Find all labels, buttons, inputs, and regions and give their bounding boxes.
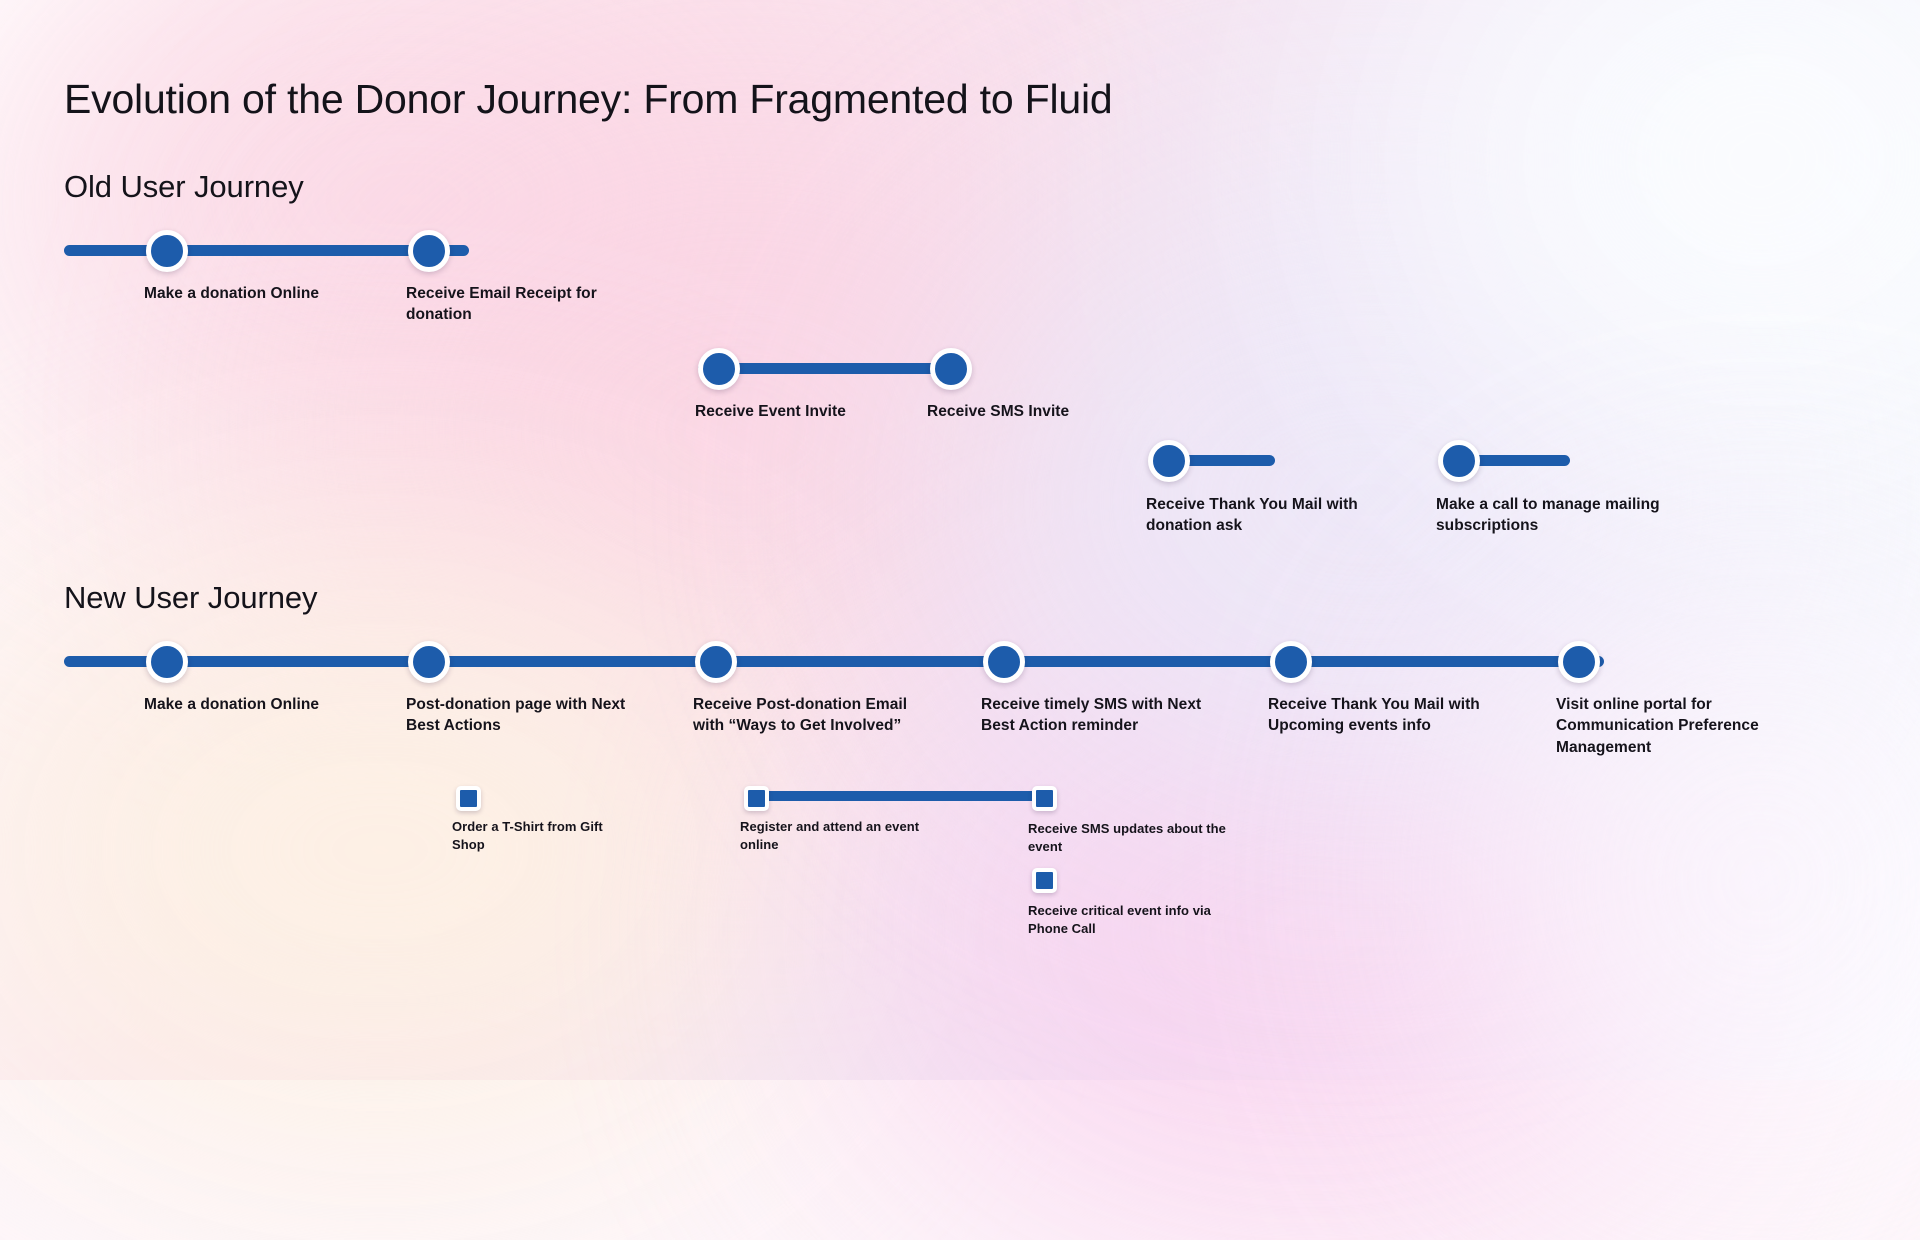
- section-title-new-user-journey: New User Journey: [64, 580, 318, 615]
- old-node-receive-email-receipt[interactable]: [408, 230, 450, 272]
- old-node-label-receive-email-receipt: Receive Email Receipt for donation: [406, 285, 597, 324]
- old-node-receive-event-invite[interactable]: [698, 348, 740, 390]
- new-node-label-make-a-donation-online: Make a donation Online: [144, 696, 320, 713]
- old-node-label-make-a-call-to-manage: Make a call to manage mailing subscripti…: [1436, 496, 1660, 535]
- old-journey-row2-track: [698, 363, 958, 374]
- new-node-receive-post-donation-email[interactable]: [695, 641, 737, 683]
- new-subbranch-event-track: [748, 791, 1048, 801]
- new-subnode-label-receive-sms-updates: Receive SMS updates about the event: [1028, 821, 1226, 854]
- new-node-label-post-donation-page: Post-donation page with Next Best Action…: [406, 696, 626, 735]
- new-journey-main-track: [64, 656, 1604, 667]
- old-journey-row3-track-a: [1150, 455, 1275, 466]
- old-journey-row1-track: [64, 245, 469, 256]
- old-journey-row3-track-b: [1440, 455, 1570, 466]
- old-node-make-a-call-to-manage[interactable]: [1438, 440, 1480, 482]
- new-subnode-order-a-tshirt[interactable]: [456, 786, 481, 811]
- page-title: Evolution of the Donor Journey: From Fra…: [64, 76, 1113, 122]
- new-subnode-register-and-attend[interactable]: [744, 786, 769, 811]
- new-node-post-donation-page[interactable]: [408, 641, 450, 683]
- old-node-label-receive-thank-you-mail: Receive Thank You Mail with donation ask: [1146, 496, 1358, 535]
- section-title-old-user-journey: Old User Journey: [64, 169, 304, 204]
- background-blob-cream-bottom-left: [0, 540, 820, 1160]
- new-subnode-label-order-a-tshirt: Order a T-Shirt from Gift Shop: [452, 819, 603, 852]
- new-subnode-label-register-and-attend: Register and attend an event online: [740, 819, 920, 852]
- new-node-receive-timely-sms[interactable]: [983, 641, 1025, 683]
- old-node-label-receive-event-invite: Receive Event Invite: [695, 403, 846, 420]
- new-subnode-label-receive-critical-event-info: Receive critical event info via Phone Ca…: [1028, 903, 1211, 936]
- new-node-label-visit-online-portal: Visit online portal for Communication Pr…: [1556, 696, 1759, 756]
- new-subnode-receive-critical-event-info[interactable]: [1032, 868, 1057, 893]
- old-node-make-a-donation-online[interactable]: [146, 230, 188, 272]
- new-node-label-receive-post-donation-email: Receive Post-donation Email with “Ways t…: [693, 696, 908, 735]
- new-node-label-receive-timely-sms: Receive timely SMS with Next Best Action…: [981, 696, 1202, 735]
- new-node-visit-online-portal[interactable]: [1558, 641, 1600, 683]
- new-subnode-receive-sms-updates[interactable]: [1032, 786, 1057, 811]
- old-node-label-receive-sms-invite: Receive SMS Invite: [927, 403, 1070, 420]
- old-node-receive-thank-you-mail[interactable]: [1148, 440, 1190, 482]
- new-node-make-a-donation-online[interactable]: [146, 641, 188, 683]
- new-node-label-receive-thank-you-mail: Receive Thank You Mail with Upcoming eve…: [1268, 696, 1480, 735]
- journey-diagram: Evolution of the Donor Journey: From Fra…: [64, 76, 1759, 936]
- old-node-label-make-a-donation-online: Make a donation Online: [144, 285, 320, 302]
- new-node-receive-thank-you-mail[interactable]: [1270, 641, 1312, 683]
- old-node-receive-sms-invite[interactable]: [930, 348, 972, 390]
